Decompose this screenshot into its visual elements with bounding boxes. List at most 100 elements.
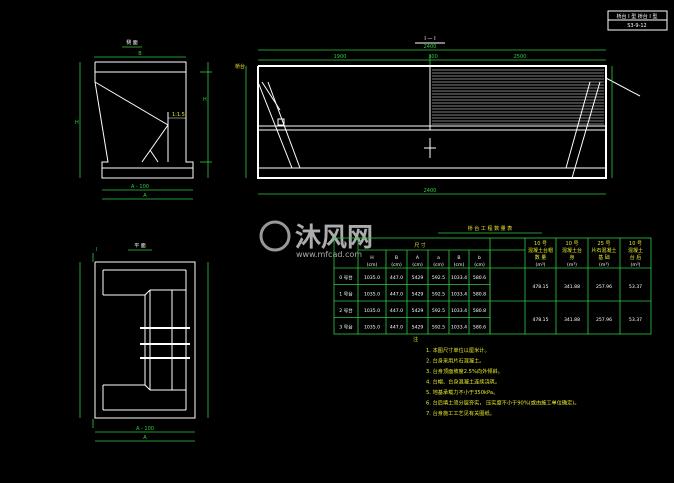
elev-total-top: 2400 xyxy=(424,44,437,50)
table-cell: 447.0 xyxy=(390,308,403,314)
side-bottom-dim: A - 100 xyxy=(131,184,149,190)
notes-heading: 注 xyxy=(413,335,418,343)
table-qty-cell: 53.37 xyxy=(629,317,642,323)
table-columns: H(cm)B(cm)A(cm)a(cm)B(cm)b(cm)10 号混凝土台帽数… xyxy=(367,238,643,334)
note-item: 2. 台身采用片石混凝土。 xyxy=(426,357,484,365)
elevation-title: I — I xyxy=(424,36,435,42)
table-qty-cell: 341.88 xyxy=(564,317,580,323)
table-cell: 1033.4 xyxy=(451,275,467,281)
side-height-label: H xyxy=(75,120,79,126)
side-view-title: 侧 面 xyxy=(126,39,138,46)
table-cell: 592.5 xyxy=(432,292,445,298)
table-qty-head-mid: 混凝土 xyxy=(628,247,643,254)
table-cell: 1035.0 xyxy=(364,292,380,298)
plan-title: 平 面 xyxy=(134,243,146,249)
table-cell: 447.0 xyxy=(390,275,403,281)
table-col-head: b xyxy=(478,255,481,261)
table-qty-head-mid: 混凝土台 xyxy=(562,247,582,254)
table-cell: 1033.4 xyxy=(451,292,467,298)
table-qty-cell: 257.96 xyxy=(596,317,612,323)
table-qty-head-unit: (m³) xyxy=(567,262,577,268)
table-col-unit: (cm) xyxy=(391,262,402,268)
table-cell: 1035.0 xyxy=(364,325,380,331)
table-qty-head-sub: 基 础 xyxy=(598,254,610,261)
table-col-head: a xyxy=(437,256,440,261)
table-title: 桥 台 工 程 数 量 表 xyxy=(468,225,513,232)
table-qty-head-top: 10 号 xyxy=(534,241,547,247)
notes: 注 1. 本图尺寸单位以厘米计。 2. 台身采用片石混凝土。 3. 台身顶面坡度2.… xyxy=(413,335,580,417)
note-item: 6. 台后填土须分层夯实， 压实度不小于90%(或由施工单位确定)。 xyxy=(426,399,580,407)
table-cell: 580.8 xyxy=(473,292,486,298)
table-qty-cell: 53.37 xyxy=(629,284,642,290)
watermark-url: www.mfcad.com xyxy=(296,250,362,259)
watermark: 沐风网 www.mfcad.com xyxy=(259,220,373,259)
table-col-unit: (cm) xyxy=(454,262,465,268)
elevation-view: I — I 2400 1900 300 2500 桥台 240 xyxy=(235,36,641,195)
table-cell: 5429 xyxy=(412,308,424,314)
table-qty-head-unit: (m³) xyxy=(536,262,546,268)
elev-seg-left: 1900 xyxy=(334,54,347,60)
side-height-label-right: H xyxy=(203,97,207,103)
table-cell: 580.6 xyxy=(473,325,486,331)
table-cell: 1033.4 xyxy=(451,325,467,331)
plan-bottom-dim: A - 100 xyxy=(136,426,154,432)
table-col-head: B xyxy=(395,255,398,261)
table-qty-cell: 257.96 xyxy=(596,284,612,290)
table-qty-head-unit: (m³) xyxy=(631,262,641,268)
table-qty-cell: 478.15 xyxy=(532,284,548,290)
side-bottom-label: A xyxy=(143,193,147,199)
side-view: 侧 面 B 1:1.5 H H A - 100 A xyxy=(75,39,212,200)
table-col-head: A xyxy=(416,255,420,261)
table-cell: 592.5 xyxy=(432,275,445,281)
elev-left-tag: 桥台 xyxy=(235,63,245,70)
table-col-unit: (cm) xyxy=(474,262,485,268)
plan-view: 平 面 I A - 100 A xyxy=(79,243,209,442)
table-rows: 0 号台 1035.0 447.0 5429 592.5 1033.4 580.6 1 号台 1… xyxy=(334,274,651,331)
table-cell: 5429 xyxy=(412,325,424,331)
table-row-name: 0 号台 xyxy=(339,274,353,281)
table-qty-head-sub: 数 量 xyxy=(535,254,547,261)
note-item: 4. 台帽、台身混凝土连续浇筑。 xyxy=(426,378,500,386)
elev-total-bottom: 2400 xyxy=(424,188,437,194)
table-cell: 447.0 xyxy=(390,292,403,298)
table-qty-head-mid: 片石混凝土 xyxy=(591,247,616,254)
title-block-line2: S3-9-12 xyxy=(627,23,647,29)
title-block: 桥台 I 型 桥台 I 型 S3-9-12 xyxy=(607,10,668,31)
elev-seg-right: 2500 xyxy=(514,54,527,60)
table-cell: 1035.0 xyxy=(364,275,380,281)
table-qty-head-sub: 身 xyxy=(569,254,574,261)
table-qty-head-top: 10 号 xyxy=(566,241,579,247)
note-item: 5. 地基承载力不小于350kPa。 xyxy=(426,388,498,396)
table-cell: 1033.4 xyxy=(451,308,467,314)
table-col-unit: (cm) xyxy=(433,262,444,268)
table-qty-cell: 478.15 xyxy=(532,317,548,323)
note-item: 7. 台身施工工艺见有关图纸。 xyxy=(426,409,495,417)
table-cell: 580.8 xyxy=(473,308,486,314)
table-cell: 592.5 xyxy=(432,308,445,314)
table-size-group: 尺 寸 xyxy=(414,242,426,249)
table-qty-head-unit: (m³) xyxy=(599,262,609,268)
quantity-table: 桥 台 工 程 数 量 表 尺 寸 H(cm)B(cm)A(cm)a(cm)B(… xyxy=(333,225,652,335)
table-qty-head-sub: 台 后 xyxy=(630,254,642,261)
table-qty-cell: 341.88 xyxy=(564,284,580,290)
table-cell: 447.0 xyxy=(390,325,403,331)
plan-bottom-label: A xyxy=(143,435,147,441)
table-cell: 5429 xyxy=(412,292,424,298)
note-item: 1. 本图尺寸单位以厘米计。 xyxy=(426,346,490,354)
elev-seg-mid: 300 xyxy=(428,54,438,60)
table-row-name: 1 号台 xyxy=(339,291,353,298)
note-item: 3. 台身顶面坡度2.5%向外倾斜。 xyxy=(426,367,503,375)
table-col-head: H xyxy=(370,255,373,261)
table-qty-head-mid: 混凝土台帽 xyxy=(528,247,553,254)
table-qty-head-top: 25 号 xyxy=(598,241,611,247)
table-cell: 592.5 xyxy=(432,325,445,331)
side-width-label: B xyxy=(138,51,142,57)
table-qty-head-top: 10 号 xyxy=(629,241,642,247)
title-block-line1: 桥台 I 型 桥台 I 型 xyxy=(617,13,658,20)
table-cell: 5429 xyxy=(412,275,424,281)
plan-section-mark: I xyxy=(96,247,97,253)
table-col-unit: (cm) xyxy=(412,262,423,268)
table-row-name: 2 号台 xyxy=(339,307,353,314)
table-cell: 1035.0 xyxy=(364,308,380,314)
